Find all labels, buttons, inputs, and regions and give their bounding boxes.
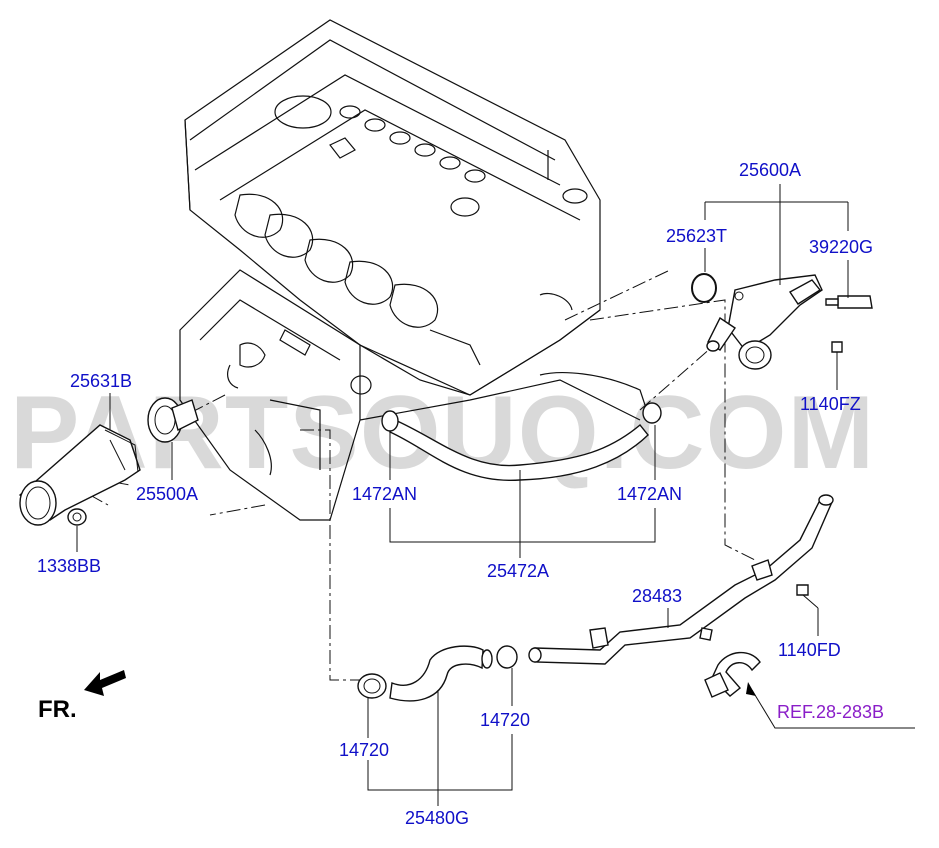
clamp-14720-left[interactable]	[357, 673, 387, 699]
label-1338BB[interactable]: 1338BB	[37, 556, 101, 576]
label-25472A[interactable]: 25472A	[487, 561, 549, 581]
nut-1338BB[interactable]	[67, 508, 87, 526]
leader-lines	[76, 184, 915, 806]
label-1140FD[interactable]: 1140FD	[778, 640, 841, 660]
front-label: FR.	[38, 696, 77, 723]
clamp-1472AN-right[interactable]	[642, 402, 662, 424]
label-ref-28-283B[interactable]: REF.28-283B	[777, 702, 884, 722]
clamp-14720-right[interactable]	[496, 645, 518, 669]
watermark: PARTSOUQ.COM	[10, 375, 875, 491]
label-25500A[interactable]: 25500A	[136, 484, 198, 504]
hose-elbow-ref[interactable]	[704, 651, 761, 698]
temp-sensor-39220G[interactable]	[825, 295, 873, 309]
label-25600A[interactable]: 25600A	[739, 160, 801, 180]
pipe-28483[interactable]	[528, 494, 834, 665]
clamp-1472AN-left[interactable]	[381, 410, 399, 432]
label-25480G[interactable]: 25480G	[405, 808, 469, 828]
label-28483[interactable]: 28483	[632, 586, 682, 606]
reference-lines	[89, 269, 756, 681]
thermostat-housing[interactable]	[18, 424, 141, 526]
label-14720-right[interactable]: 14720	[480, 710, 530, 730]
water-outlet-fitting[interactable]	[706, 274, 823, 370]
label-14720-left[interactable]: 14720	[339, 740, 389, 760]
label-39220G[interactable]: 39220G	[809, 237, 873, 257]
label-25623T[interactable]: 25623T	[666, 226, 727, 246]
label-1140FZ[interactable]: 1140FZ	[800, 394, 861, 414]
label-1472AN-left[interactable]: 1472AN	[352, 484, 417, 504]
o-ring-25623T[interactable]	[691, 273, 717, 303]
bolt-1140FD[interactable]	[796, 584, 819, 609]
hose-25472A[interactable]	[389, 419, 649, 481]
label-25631B[interactable]: 25631B	[70, 371, 132, 391]
hose-25480G[interactable]	[389, 645, 493, 702]
thermostat[interactable]	[147, 397, 199, 443]
front-arrow-icon	[84, 670, 126, 696]
label-1472AN-right[interactable]: 1472AN	[617, 484, 682, 504]
bolt-1140FZ[interactable]	[831, 341, 843, 360]
